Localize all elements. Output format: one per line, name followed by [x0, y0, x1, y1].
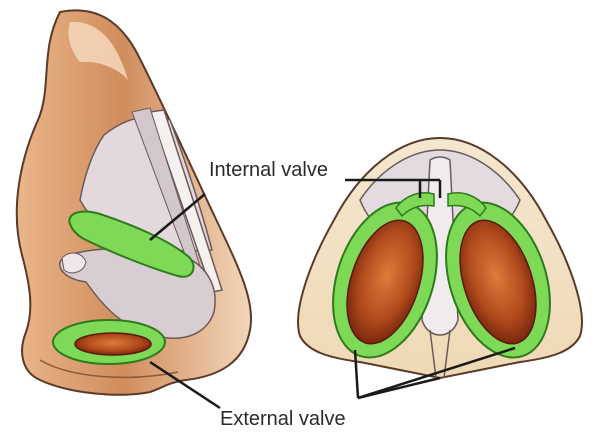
external-valve-label: External valve [220, 409, 346, 429]
basal-nose-view [298, 138, 582, 378]
nostril-lateral [75, 333, 151, 355]
internal-valve-label: Internal valve [209, 160, 328, 180]
lateral-nose-view [17, 10, 251, 394]
